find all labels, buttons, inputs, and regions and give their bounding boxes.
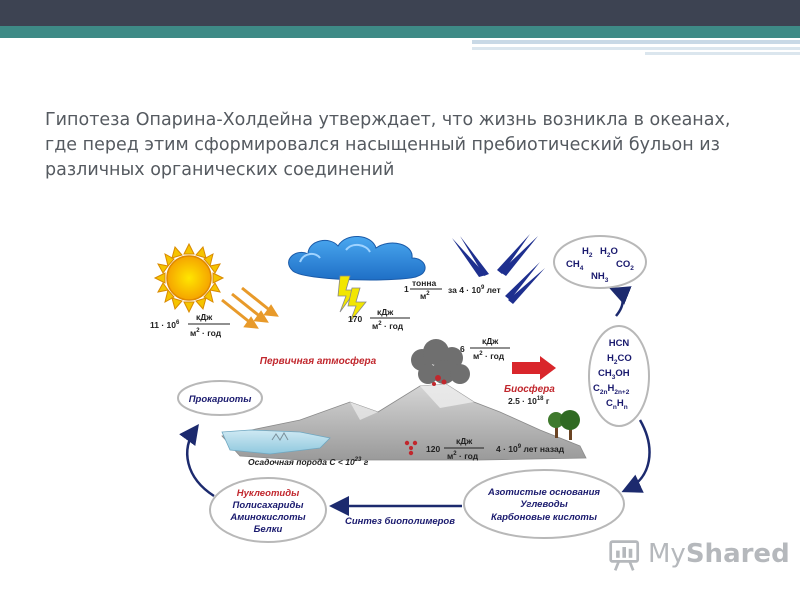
svg-text:170: 170 [348, 314, 362, 324]
svg-text:за 4 · 109 лет: за 4 · 109 лет [448, 285, 501, 295]
svg-text:CnHn: CnHn [606, 398, 628, 411]
biopolymers-to-prokaryotes-arrow [179, 423, 215, 498]
header-stripe [472, 40, 800, 44]
slide-title: Гипотеза Опарина-Холдейна утверждает, чт… [45, 110, 731, 180]
cloud-icon [288, 236, 426, 281]
svg-text:м2 · год: м2 · год [372, 321, 404, 331]
svg-text:м2: м2 [420, 291, 430, 301]
svg-text:NH3: NH3 [591, 271, 609, 284]
sediment-label: Осадочная порода C < 1023 г [248, 457, 369, 467]
sun-energy-label: 11 · 106 кДж м2 · год [150, 312, 230, 338]
svg-text:Аминокислоты: Аминокислоты [229, 512, 305, 523]
header-bar [0, 0, 800, 26]
svg-text:Углеводы: Углеводы [520, 499, 568, 510]
svg-text:Азотистые основания: Азотистые основания [487, 487, 600, 498]
svg-text:HCN: HCN [609, 338, 630, 349]
svg-text:м2 · год: м2 · год [447, 451, 479, 461]
svg-text:CO2: CO2 [616, 259, 634, 272]
myshared-logo-icon [609, 540, 640, 571]
svg-text:кДж: кДж [196, 312, 213, 322]
meteor-mass-label: 1 тонна м2 за 4 · 109 лет [404, 278, 501, 301]
svg-text:Карбоновые кислоты: Карбоновые кислоты [491, 512, 597, 523]
gases-to-organics-arrow [609, 286, 632, 317]
simple-organics-node: HCN H2CO CH3OH C2nH2n+2 CnHn [588, 325, 650, 427]
primary-atmosphere-label: Первичная атмосфера [260, 355, 377, 367]
volcano-eruption-icon [432, 375, 447, 386]
lightning-icon [337, 275, 367, 323]
primary-gases-node: H2 H2O CH4 CO2 NH3 [553, 235, 647, 289]
svg-text:кДж: кДж [482, 336, 499, 346]
tree-icon [548, 410, 580, 440]
svg-text:Белки: Белки [254, 524, 283, 535]
svg-text:Нуклеотиды: Нуклеотиды [237, 488, 299, 499]
biopolymers-node: Нуклеотиды Полисахариды Аминокислоты Бел… [209, 477, 327, 543]
prokaryotes-node: Прокариоты [177, 380, 263, 416]
landscape-illustration [221, 383, 587, 461]
svg-text:кДж: кДж [456, 436, 473, 446]
header-stripe [472, 47, 800, 50]
sun-icon [153, 242, 225, 314]
svg-text:1: 1 [404, 284, 409, 294]
svg-text:H2CO: H2CO [607, 353, 632, 366]
svg-text:4 · 109 лет назад: 4 · 109 лет назад [496, 444, 565, 454]
organics-to-monomers-arrow [621, 419, 651, 493]
svg-text:H2: H2 [582, 246, 593, 259]
biosphere-arrow [512, 356, 556, 380]
svg-text:2.5 · 1018 г: 2.5 · 1018 г [508, 396, 550, 406]
svg-text:6: 6 [460, 344, 465, 354]
myshared-watermark: MyShared [648, 539, 790, 569]
meteor-icon [452, 234, 545, 304]
radioactive-energy-label: 120 кДж м2 · год 4 · 109 лет назад [426, 436, 565, 461]
svg-text:11 · 106: 11 · 106 [150, 320, 180, 330]
svg-text:кДж: кДж [377, 307, 394, 317]
header-accent-bar [0, 26, 800, 38]
header-stripe [645, 52, 800, 55]
svg-text:м2 · год: м2 · год [190, 328, 222, 338]
biosphere-label: Биосфера 2.5 · 1018 г [504, 383, 555, 406]
sun-ray-arrows [221, 286, 279, 329]
svg-text:м2 · год: м2 · год [473, 351, 505, 361]
volcano-energy-label: 6 кДж м2 · год [460, 336, 510, 361]
svg-text:Прокариоты: Прокариоты [189, 394, 252, 405]
svg-text:Полисахариды: Полисахариды [233, 500, 304, 511]
monomers-node: Азотистые основания Углеводы Карбоновые … [463, 469, 625, 539]
svg-text:H2O: H2O [600, 246, 618, 259]
lightning-energy-label: 170 кДж м2 · год [348, 307, 410, 331]
svg-text:120: 120 [426, 444, 440, 454]
svg-text:CH4: CH4 [566, 259, 584, 272]
svg-text:Биосфера: Биосфера [504, 383, 555, 395]
svg-text:CH3OH: CH3OH [598, 368, 630, 381]
radioactive-icon [404, 440, 418, 456]
svg-text:тонна: тонна [412, 278, 437, 288]
biopolymer-synthesis-label: Синтез биополимеров [345, 516, 455, 527]
